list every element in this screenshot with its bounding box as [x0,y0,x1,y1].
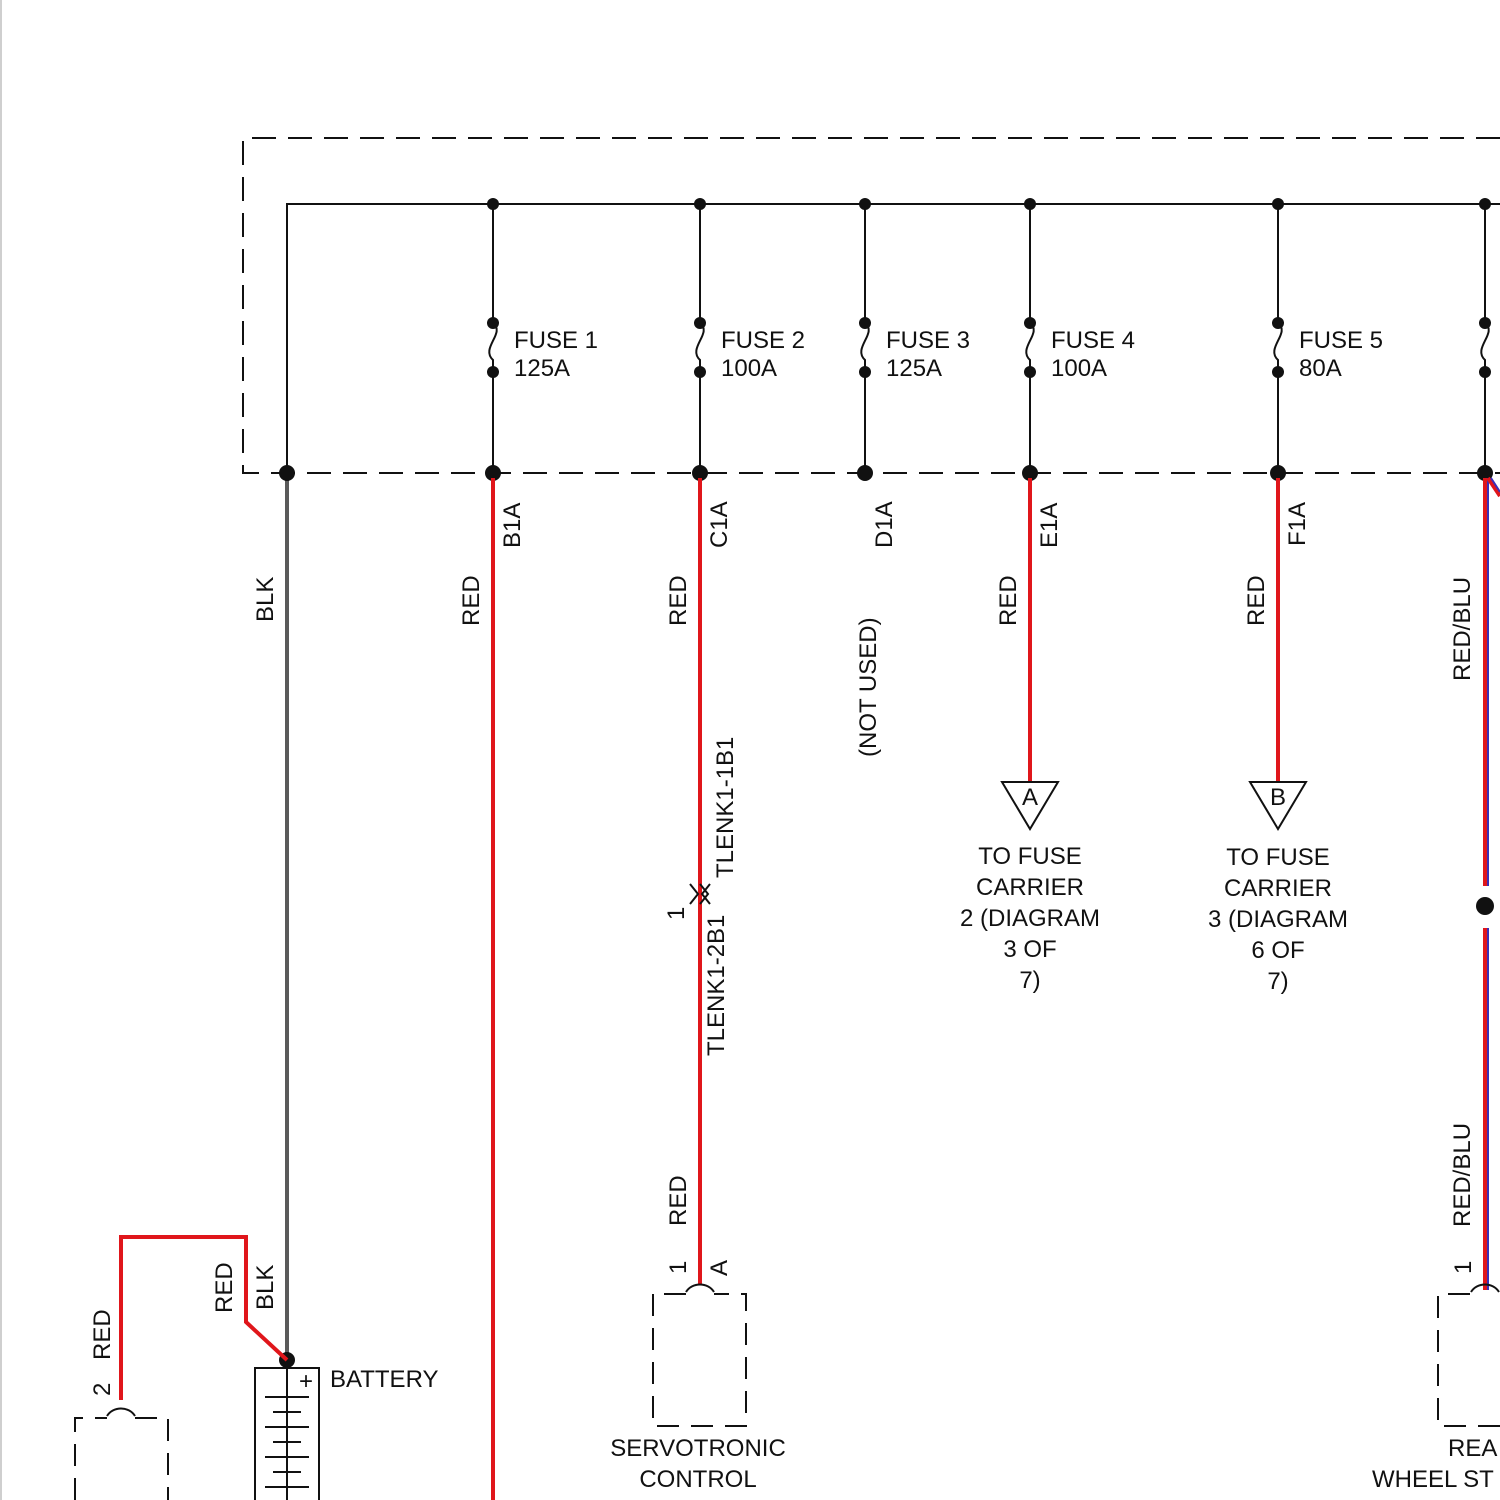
servotronic-terminal-label: A [706,1260,733,1276]
fuse-4-wire-label: RED [995,575,1022,626]
offpage-b-line-1: TO FUSE [1226,844,1330,871]
servotronic-label-line-1: SERVOTRONIC [610,1435,786,1462]
fuse-1-wire-label: RED [458,575,485,626]
offpage-b-line-3: 3 (DIAGRAM [1208,906,1348,933]
fuse-2-name: FUSE 2 [721,327,805,354]
offpage-a-line-1: TO FUSE [978,843,1082,870]
connector-pin-label: 1 [663,907,690,920]
fuse-2-wire-label: RED [665,575,692,626]
fuse-2 [692,198,708,481]
fuse-5 [1270,198,1286,481]
offpage-a-line-4: 3 OF [1003,936,1056,963]
offpage-b-letter: B [1270,784,1286,811]
fuse-3-name: FUSE 3 [886,327,970,354]
fuse-4-rating: 100A [1051,355,1107,382]
left-component-pin-label: 2 [89,1383,116,1396]
redblu-upper-label: RED/BLU [1449,577,1476,681]
fuse-2-terminal-label: C1A [706,501,733,548]
fuse-3 [857,198,873,481]
fuse-4-name: FUSE 4 [1051,327,1135,354]
fuse-5-name: FUSE 5 [1299,327,1383,354]
battery-red-label: RED [211,1262,238,1313]
offpage-b-line-5: 7) [1267,968,1288,995]
fuse-3-not-used-label: (NOT USED) [855,617,882,757]
connector-lower-label: TLENK1-2B1 [703,915,730,1056]
fuse-2-rating: 100A [721,355,777,382]
servotronic-label-line-2: CONTROL [639,1466,756,1493]
offpage-a-line-3: 2 (DIAGRAM [960,905,1100,932]
battery-label: BATTERY [330,1366,438,1393]
fuse-3-rating: 125A [886,355,942,382]
left-component-wire-label: RED [89,1309,116,1360]
offpage-a-line-2: CARRIER [976,874,1084,901]
fuse-5-wire-label: RED [1243,575,1270,626]
redblu-pin-label: 1 [1450,1261,1477,1274]
fuse-1-name: FUSE 1 [514,327,598,354]
ground-wire-label: BLK [252,577,279,622]
servotronic-pin-label: 1 [665,1261,692,1274]
fuse-4-terminal-label: E1A [1036,503,1063,548]
left-component-module [75,1409,168,1500]
servotronic-wire-label: RED [665,1175,692,1226]
connector-upper-label: TLENK1-1B1 [712,737,739,878]
rear-wheel-steering-module [1438,1285,1500,1427]
offpage-a-line-5: 7) [1019,967,1040,994]
fuse-1 [485,198,501,481]
fuse-1-terminal-label: B1A [499,503,526,548]
splice-point [1476,897,1494,915]
rear-module-label-line-2: WHEEL ST [1372,1466,1494,1493]
fuse-3-terminal-label: D1A [871,501,898,548]
servotronic-control-module [653,1285,746,1427]
fuse-6-partial [1477,198,1493,481]
fuse-1-rating: 125A [514,355,570,382]
fuse-5-terminal-label: F1A [1284,502,1311,546]
battery-plus-sign: + [299,1368,313,1395]
battery-red-wire [121,1237,287,1400]
redblu-lower-label: RED/BLU [1449,1123,1476,1227]
fuse-4 [1022,198,1038,481]
offpage-a-letter: A [1022,784,1038,811]
fuse-carrier-frame [243,138,1500,473]
offpage-b-line-2: CARRIER [1224,875,1332,902]
fuse-5-rating: 80A [1299,355,1342,382]
rear-module-label-line-1: REA [1448,1435,1497,1462]
redblu-wire [1476,478,1500,1290]
offpage-b-line-4: 6 OF [1251,937,1304,964]
battery-blk-label: BLK [252,1265,279,1310]
